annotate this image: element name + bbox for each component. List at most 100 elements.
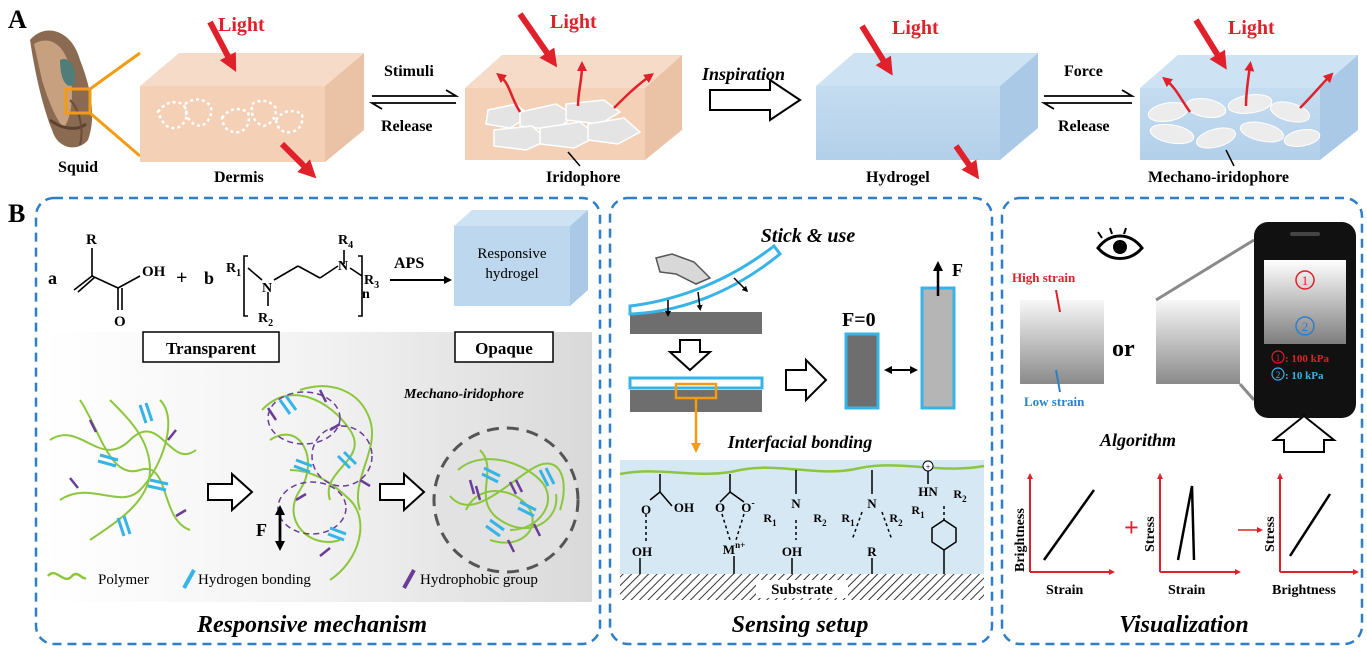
network-opaque <box>432 426 580 574</box>
zoom-line-top <box>89 51 141 91</box>
polyamine-structure <box>243 250 363 317</box>
product-line2: hydrogel <box>485 266 538 282</box>
stick-right-arrow <box>785 357 828 403</box>
equilibrium-arrows-2 <box>1040 89 1136 110</box>
zoom-line-phone-bottom <box>1238 383 1256 401</box>
sample-relaxed <box>844 332 880 410</box>
legend-polymer-label: Polymer <box>98 572 149 588</box>
chem-o-2: O <box>715 500 725 515</box>
strain-gradient-square-2 <box>1156 300 1240 384</box>
mechanism-force-f: F <box>256 520 267 540</box>
plot2-xlabel: Strain <box>1168 583 1206 598</box>
chem-metal-ion: Mn+ <box>723 540 745 557</box>
chem-r-3: R <box>867 544 877 559</box>
dermis-light-label: Light <box>218 14 265 36</box>
hydrogel-light-out-arrow <box>953 144 980 180</box>
panel-a-letter: A <box>8 5 27 34</box>
mechano-pointer <box>1225 149 1235 167</box>
sensing-panel-frame <box>608 196 994 646</box>
coef-a: a <box>48 268 57 288</box>
visualization-title: Visualization <box>1119 612 1248 638</box>
chem-r2-2: R2 <box>889 511 903 528</box>
or-label: or <box>1112 336 1135 362</box>
squid-image <box>30 30 93 148</box>
aps-label: APS <box>394 255 424 272</box>
iridophore-scatter-arrows <box>496 61 655 113</box>
plot1-xlabel: Strain <box>1046 583 1084 598</box>
mechanism-arrow-2 <box>379 471 426 513</box>
hydrogel-light-label: Light <box>892 17 939 39</box>
chem-oh-2: OH <box>632 544 652 559</box>
visualization-panel-frame <box>1000 196 1364 646</box>
amine-r1: R1 <box>226 261 241 279</box>
stick-step-1 <box>628 243 783 334</box>
squid-label: Squid <box>58 159 98 176</box>
mechano-iridophore-caption: Mechano-iridophore <box>403 387 524 402</box>
network-stretched <box>261 385 373 581</box>
chem-oplus-circle <box>922 460 934 472</box>
chem-oh-1: OH <box>674 500 694 515</box>
mechano-scatter-arrows <box>1162 61 1334 113</box>
opaque-box <box>454 331 554 363</box>
phone-marker-2-text: 2 <box>1302 319 1309 334</box>
panel-b-letter: B <box>8 199 25 228</box>
amine-r2: R2 <box>258 311 273 329</box>
product-line1: Responsive <box>477 246 547 262</box>
release-label-1: Release <box>381 118 433 135</box>
strain-gradient-square <box>1020 300 1104 384</box>
phone-marker-1-text: 1 <box>1302 273 1309 288</box>
plus-red: + <box>1124 513 1139 542</box>
legend-marker-1-text: 1 <box>1276 353 1281 363</box>
plot1-ylabel: Brightness <box>1013 508 1028 572</box>
eye-icon <box>1096 227 1144 260</box>
transparent-label: Transparent <box>166 339 256 358</box>
inspiration-arrow <box>709 78 802 122</box>
interfacial-chemistry <box>619 460 985 600</box>
mechano-light-in-arrow <box>1193 18 1227 70</box>
legend-polymer-swatch <box>47 571 87 581</box>
coef-b: b <box>204 268 214 288</box>
chem-oh-3: OH <box>782 544 802 559</box>
legend-hydrophobic-swatch <box>402 569 416 589</box>
equilibrium-arrows-1 <box>368 89 460 110</box>
legend-marker-2 <box>1271 367 1285 381</box>
dermis-light-out-arrow <box>279 141 317 179</box>
mechano-iridophore-block <box>1140 55 1358 160</box>
chem-oplus: + <box>925 462 930 472</box>
legend-hbond-swatch <box>182 569 196 589</box>
transparent-box <box>142 331 280 363</box>
iridophore-light-in-arrow <box>517 12 558 68</box>
dermis-block <box>140 53 364 162</box>
hydrogel-light-in-arrow <box>859 24 893 76</box>
chem-n-1: N <box>791 496 801 511</box>
legend-100kpa: : 100 kPa <box>1285 353 1330 365</box>
hydrogel-block <box>816 53 1038 160</box>
chem-r1-2: R1 <box>841 511 855 528</box>
iridophore-pointer <box>567 151 581 167</box>
f-zero-label: F=0 <box>842 309 876 331</box>
legend-marker-1 <box>1271 350 1285 364</box>
acrylic-r: R <box>86 232 97 248</box>
phone-marker-2 <box>1295 316 1315 336</box>
high-strain-pointer <box>1055 289 1061 313</box>
phone-marker-1 <box>1295 270 1315 290</box>
zoom-line-bottom <box>89 111 141 158</box>
chem-o-1: O <box>641 502 651 517</box>
substrate-label: Substrate <box>771 582 833 598</box>
sensing-title: Sensing setup <box>732 612 869 638</box>
acrylic-oh: OH <box>142 264 166 280</box>
mechano-iridophore-label: Mechano-iridophore <box>1148 169 1289 186</box>
mechanism-title: Responsive mechanism <box>196 612 427 638</box>
low-strain-label: Low strain <box>1024 394 1085 409</box>
opaque-label: Opaque <box>475 339 533 358</box>
algorithm-label: Algorithm <box>1099 430 1176 450</box>
high-strain-label: High strain <box>1012 270 1076 285</box>
chem-r1-1: R1 <box>763 511 777 528</box>
inspiration-label: Inspiration <box>701 64 785 84</box>
plot3-xlabel: Brightness <box>1272 583 1336 598</box>
sensing-force-f: F <box>952 260 963 280</box>
amine-n2: N <box>338 259 348 274</box>
zoom-line-phone-top <box>1155 238 1255 302</box>
chem-r1-3: R1 <box>911 503 925 520</box>
